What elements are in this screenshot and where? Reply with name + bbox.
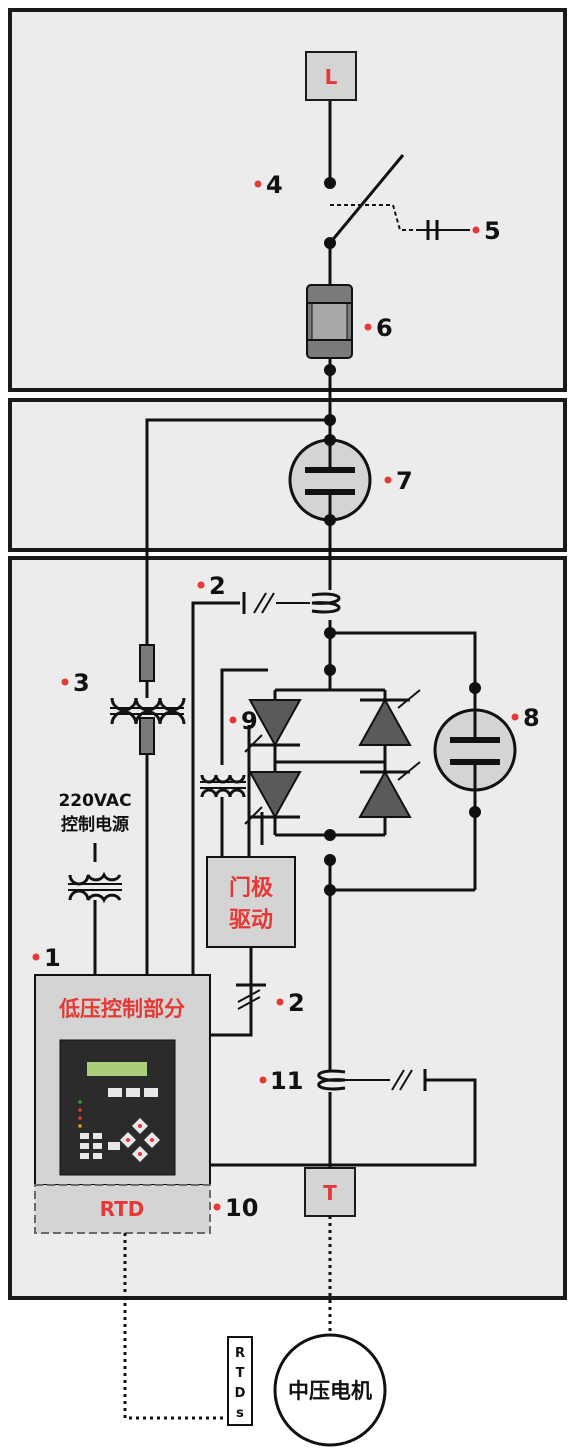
callout-7: 7 bbox=[384, 467, 413, 495]
status-led bbox=[78, 1116, 82, 1120]
junction-dot bbox=[324, 364, 336, 376]
rtds-tag-letter: R bbox=[235, 1346, 245, 1361]
bypass-top-wire bbox=[330, 631, 477, 688]
control-transformer bbox=[110, 681, 186, 740]
keypad-key bbox=[126, 1088, 140, 1097]
switch-top-contact bbox=[324, 177, 336, 189]
svg-text:9: 9 bbox=[241, 707, 258, 735]
status-led bbox=[78, 1108, 82, 1112]
gate-fiber-to-control bbox=[210, 1005, 253, 1037]
junction-dot bbox=[469, 682, 481, 694]
rtds-tag-letter: D bbox=[235, 1386, 246, 1401]
thyristor-lower-right bbox=[358, 761, 421, 818]
panel-top bbox=[8, 8, 567, 392]
motor-circle bbox=[273, 1333, 387, 1447]
supply-voltage-label: 220VAC bbox=[58, 791, 131, 811]
fuse bbox=[306, 284, 353, 359]
svg-text:8: 8 bbox=[523, 704, 540, 732]
gate-lead-top bbox=[220, 668, 268, 765]
callout-6: 6 bbox=[364, 314, 393, 342]
control-fuse-lower bbox=[139, 717, 155, 755]
control-to-ct11-return bbox=[210, 1078, 477, 1167]
keypad-key bbox=[108, 1088, 122, 1097]
callout-8: 8 bbox=[511, 704, 540, 732]
supply-transformer bbox=[68, 843, 122, 975]
switch-mechanical-link bbox=[330, 204, 424, 231]
lcd-display bbox=[87, 1062, 147, 1076]
gate-drive-box bbox=[206, 856, 296, 948]
keypad-key bbox=[80, 1153, 89, 1159]
keypad-key bbox=[108, 1142, 120, 1150]
svg-text:5: 5 bbox=[484, 217, 501, 245]
gate-drive-label-line2: 驱动 bbox=[229, 908, 273, 933]
fiber-optic-arrows-2 bbox=[237, 989, 261, 1010]
svg-text:7: 7 bbox=[396, 467, 413, 495]
line-terminal-label: L bbox=[325, 65, 338, 89]
svg-text:2: 2 bbox=[209, 572, 226, 600]
rtds-tag-letter: T bbox=[236, 1366, 245, 1381]
callout-4: 4 bbox=[254, 171, 283, 199]
junction-dot bbox=[324, 854, 336, 866]
rtd-module-box bbox=[34, 1184, 211, 1234]
control-unit-label: 低压控制部分 bbox=[58, 997, 185, 1021]
callout-3: 3 bbox=[61, 669, 90, 697]
ct-supply-wire bbox=[145, 418, 330, 645]
fiber-optic-arrows bbox=[253, 592, 275, 614]
status-led bbox=[78, 1124, 82, 1128]
switch-blade bbox=[328, 154, 405, 244]
svg-text:2: 2 bbox=[288, 989, 305, 1017]
keypad-panel bbox=[59, 1039, 176, 1176]
rtds-tag-letter: s bbox=[236, 1406, 244, 1421]
control-fuse-upper bbox=[139, 644, 155, 682]
current-transformer-11 bbox=[317, 1069, 346, 1091]
keypad-key bbox=[93, 1153, 102, 1159]
callout-2a: 2 bbox=[197, 572, 226, 600]
svg-text:4: 4 bbox=[266, 171, 283, 199]
gate-pulse-transformer bbox=[200, 774, 246, 857]
junction-dot bbox=[324, 514, 336, 526]
callout-10: 10 bbox=[213, 1194, 258, 1222]
callout-1: 1 bbox=[32, 944, 61, 972]
supply-name-label: 控制电源 bbox=[61, 814, 129, 835]
motor-label: 中压电机 bbox=[288, 1379, 372, 1403]
svg-text:6: 6 bbox=[376, 314, 393, 342]
rtds-tag bbox=[227, 1336, 253, 1426]
rtd-sensor-dotted bbox=[123, 1233, 228, 1420]
gate-drive-label-line1: 门极 bbox=[229, 875, 274, 901]
junction-dot bbox=[324, 829, 336, 841]
svg-text:11: 11 bbox=[270, 1067, 303, 1095]
callout-9: 9 bbox=[229, 707, 258, 735]
svg-text:10: 10 bbox=[225, 1194, 258, 1222]
keypad-key bbox=[80, 1133, 89, 1139]
keypad-key bbox=[80, 1143, 89, 1149]
callout-11: 11 bbox=[259, 1067, 303, 1095]
keypad-key bbox=[93, 1143, 102, 1149]
keypad-key bbox=[144, 1088, 158, 1097]
callout-5: 5 bbox=[472, 217, 501, 245]
status-led bbox=[78, 1100, 82, 1104]
motor-terminal-box bbox=[304, 1167, 356, 1217]
motor-terminal-label: T bbox=[323, 1181, 337, 1205]
ct11-fiber-arrows bbox=[391, 1069, 413, 1091]
svg-text:1: 1 bbox=[44, 944, 61, 972]
rtd-module-label: RTD bbox=[100, 1197, 145, 1221]
thyristor-upper-right bbox=[358, 689, 421, 746]
current-transformer bbox=[311, 592, 341, 614]
junction-dot bbox=[469, 806, 481, 818]
callout-2b: 2 bbox=[276, 989, 305, 1017]
keypad-key bbox=[93, 1133, 102, 1139]
ct-signal-wire bbox=[191, 601, 240, 975]
svg-text:3: 3 bbox=[73, 669, 90, 697]
junction-dot bbox=[324, 434, 336, 446]
line-terminal-box bbox=[305, 51, 357, 101]
panel-middle bbox=[8, 398, 567, 552]
